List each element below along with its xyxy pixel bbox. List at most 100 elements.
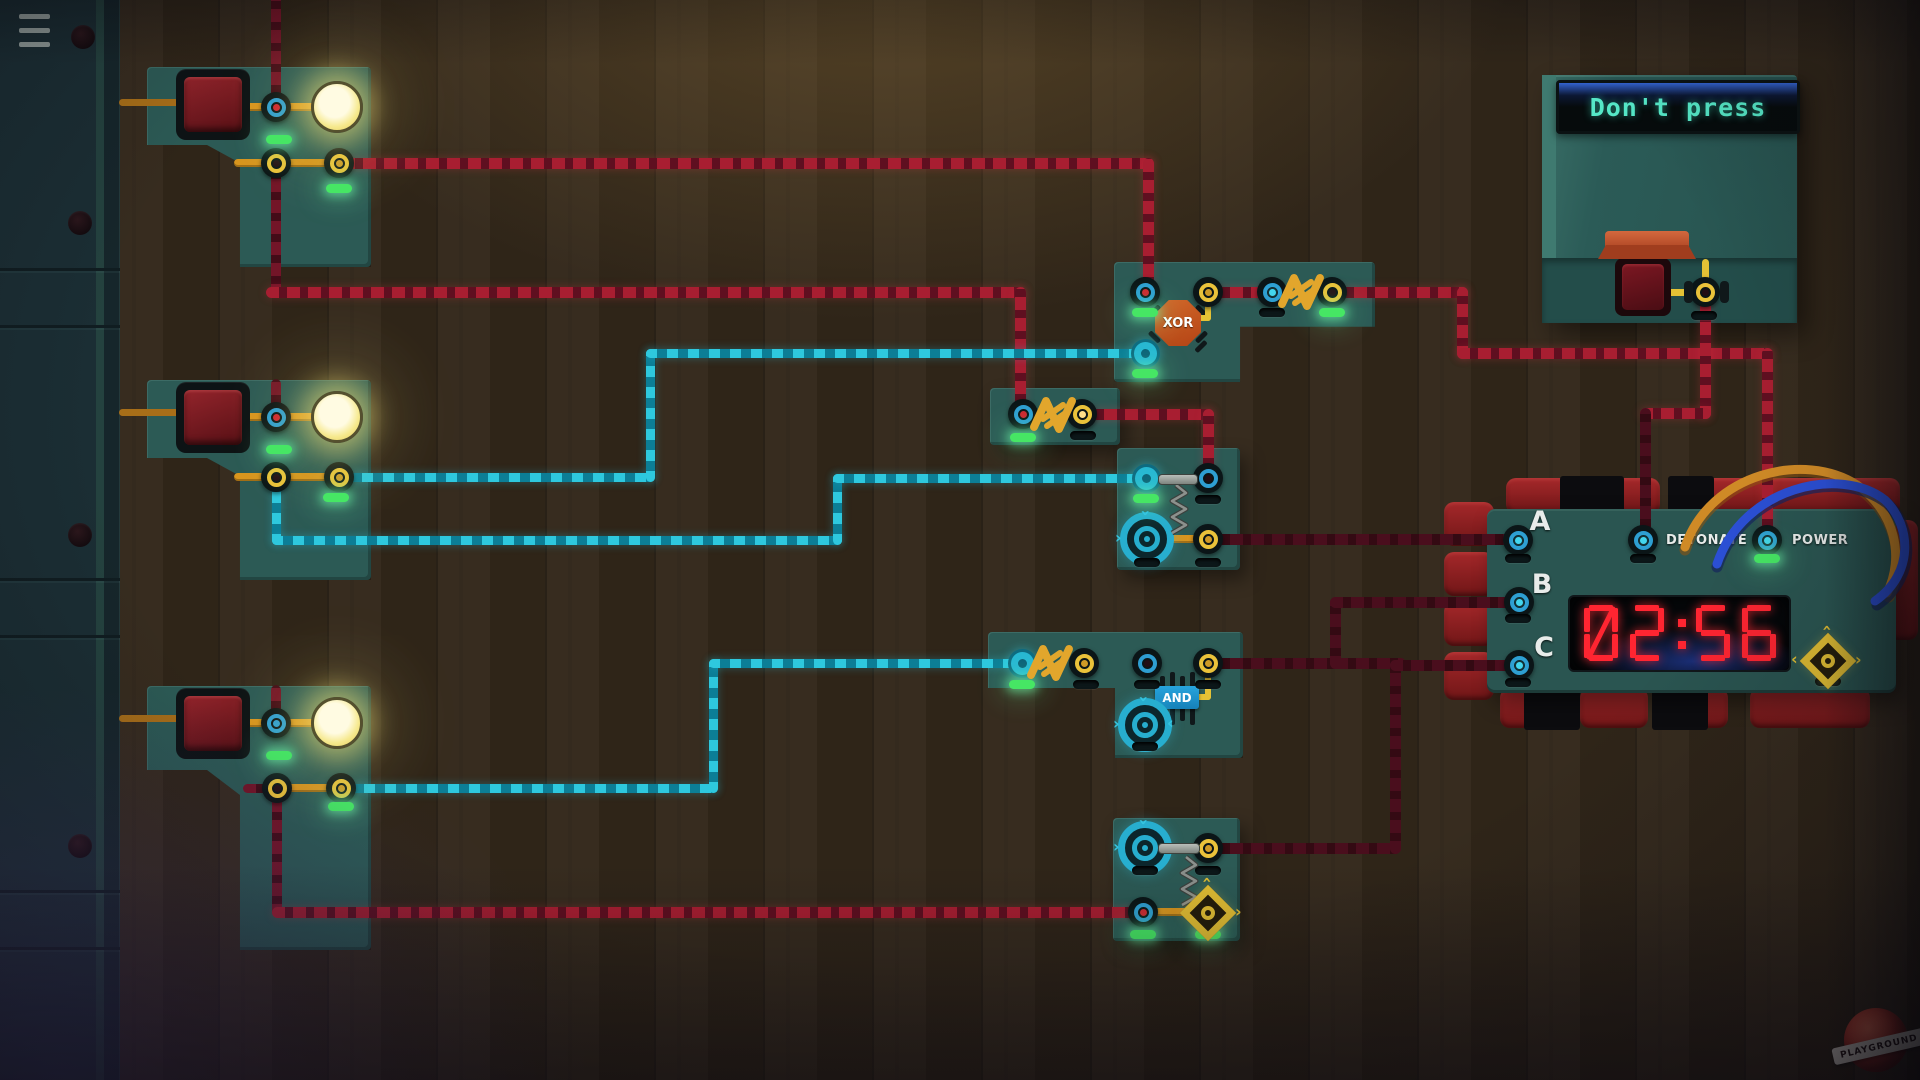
wire-filter-to-switch-board[interactable] <box>1082 408 1214 420</box>
chevron-down-icon: › <box>1134 695 1154 703</box>
bomb-port-c[interactable] <box>1504 650 1534 680</box>
group2-node-2-state-dot <box>335 473 343 481</box>
group2-node-2-ring <box>329 467 349 487</box>
button-cover[interactable] <box>1605 231 1689 247</box>
bottom-board-in-port[interactable] <box>1128 897 1158 927</box>
chevron-right-icon: › <box>1855 650 1862 669</box>
wire-group3-to-bottom-board[interactable] <box>271 906 1143 918</box>
group2-node-1[interactable] <box>261 462 291 492</box>
dontpress-button[interactable] <box>1615 258 1671 316</box>
wire-group3-out1-drop[interactable] <box>272 790 282 917</box>
lamp-3 <box>311 697 363 749</box>
jammer-icon-filter-board[interactable] <box>1026 383 1084 441</box>
jammer-icon-and-board[interactable] <box>1023 631 1081 689</box>
indicator-dontpress <box>1691 311 1717 320</box>
and-board-node-1-state-dot <box>1080 659 1088 667</box>
panel-screw-3 <box>68 523 92 547</box>
wire-group2-out2-to-xor-cyan[interactable] <box>645 348 1145 358</box>
bomb-label-a: A <box>1529 506 1551 537</box>
lamp-2 <box>311 391 363 443</box>
xor-out-node-state-dot <box>1204 288 1212 296</box>
group2-power-port[interactable] <box>261 402 291 432</box>
bomb-port-b[interactable] <box>1504 587 1534 617</box>
xor-out-node-ring <box>1198 282 1218 302</box>
group3-power-port-ring <box>266 713 286 733</box>
xor-out-node[interactable] <box>1193 277 1223 307</box>
and-board-mid-port[interactable] <box>1132 648 1162 678</box>
wire-group2-out1-to-switch-cyan[interactable] <box>832 473 1145 483</box>
wire-group2-out1-to-switch-cyan[interactable] <box>832 473 842 545</box>
menu-button[interactable] <box>19 14 50 54</box>
group1-node-1[interactable] <box>261 148 291 178</box>
bomb-port-a-ring <box>1508 530 1528 550</box>
indicator-switch-cyan <box>1133 494 1159 503</box>
red-button-3-cap[interactable] <box>184 696 242 751</box>
chevron-right-icon: › <box>1113 714 1120 733</box>
panel-screw-4 <box>68 834 92 858</box>
wire-group2-out1-to-switch-cyan[interactable] <box>271 535 842 545</box>
chevron-down-icon: › <box>1136 509 1156 517</box>
jammer-icon-xor-board[interactable] <box>1274 260 1332 318</box>
bomb-port-detonate[interactable] <box>1628 525 1658 555</box>
dontpress-button-cap[interactable] <box>1622 264 1664 310</box>
panel-screw-2 <box>68 211 92 235</box>
loose-wires <box>1679 464 1913 611</box>
wire-riser-to-b[interactable] <box>1329 596 1519 608</box>
wire-group2-out2-to-xor-cyan[interactable] <box>645 348 655 482</box>
switch-board-cyan-in-port[interactable] <box>1132 464 1161 493</box>
wire-group1-to-filter-board[interactable] <box>265 286 1026 298</box>
red-button-2-cap[interactable] <box>184 390 242 445</box>
wire-group3-out2-to-and-cyan[interactable] <box>708 658 718 793</box>
wire-group3-out2-to-and-cyan[interactable] <box>708 658 1021 668</box>
switch-board-out-node[interactable] <box>1193 524 1223 554</box>
probe-rod-switch-board <box>1158 474 1198 485</box>
group2-node-1-ring <box>266 467 286 487</box>
button-cover-skirt <box>1598 245 1696 259</box>
wire-group2-out2-to-xor-cyan[interactable] <box>340 472 655 482</box>
and-board-out-node[interactable] <box>1193 648 1223 678</box>
bottom-board-knob-center <box>1142 845 1148 851</box>
xor-gate-chip[interactable]: XOR <box>1155 300 1201 346</box>
chevron-right-icon: › <box>1115 528 1122 547</box>
wire-to-detonate[interactable] <box>1639 407 1651 540</box>
bomb-port-a[interactable] <box>1503 525 1533 555</box>
group3-node-1[interactable] <box>262 773 292 803</box>
wire-group1-out1-drop[interactable] <box>271 165 281 297</box>
wire-bottom-board-to-c[interactable] <box>1389 659 1519 671</box>
wire-and-board-out[interactable] <box>1208 657 1406 669</box>
indicator-detonate <box>1630 554 1656 563</box>
and-board-mid-port-state-dot <box>1143 659 1151 667</box>
wire-group3-out2-to-and-cyan[interactable] <box>342 783 718 793</box>
wire-bottom-board-to-c[interactable] <box>1389 659 1401 854</box>
xor-board-in-port[interactable] <box>1130 277 1160 307</box>
chevron-right-icon: › <box>1235 902 1242 921</box>
wire-group1-out2-to-xor-input[interactable] <box>341 157 1154 169</box>
panel-screw-1 <box>71 25 95 49</box>
and-board-mid-port-ring <box>1137 653 1157 673</box>
xor-cyan-in-port[interactable] <box>1131 339 1160 368</box>
indicator-group2-port <box>266 445 292 454</box>
bomb-label-b: B <box>1531 569 1553 600</box>
red-button-2[interactable] <box>176 382 250 453</box>
playground-logo: PLAYGROUND <box>1831 1004 1920 1078</box>
group1-node-2[interactable] <box>324 148 354 178</box>
wire-switch-board-to-a[interactable] <box>1208 533 1518 545</box>
panel-seam <box>0 890 120 893</box>
group2-node-2[interactable] <box>324 462 354 492</box>
panel-seam <box>0 325 120 328</box>
red-button-1[interactable] <box>176 69 250 140</box>
wire-xor-output-to-power[interactable] <box>1456 347 1773 359</box>
wire-xor-output-to-power[interactable] <box>1332 286 1468 298</box>
red-button-3[interactable] <box>176 688 250 759</box>
wire-bottom-board-to-c[interactable] <box>1208 842 1401 854</box>
group3-node-2[interactable] <box>326 773 356 803</box>
xor-board-in-port-state-dot <box>1141 288 1149 296</box>
bomb-port-detonate-state-dot <box>1639 536 1647 544</box>
spring-coil-switch-board[interactable] <box>1168 483 1192 539</box>
group1-power-port[interactable] <box>261 92 291 122</box>
wire-power-stub-group1[interactable] <box>271 0 281 106</box>
red-button-1-cap[interactable] <box>184 77 242 132</box>
group3-power-port[interactable] <box>261 708 291 738</box>
dontpress-button-node[interactable] <box>1690 277 1720 307</box>
